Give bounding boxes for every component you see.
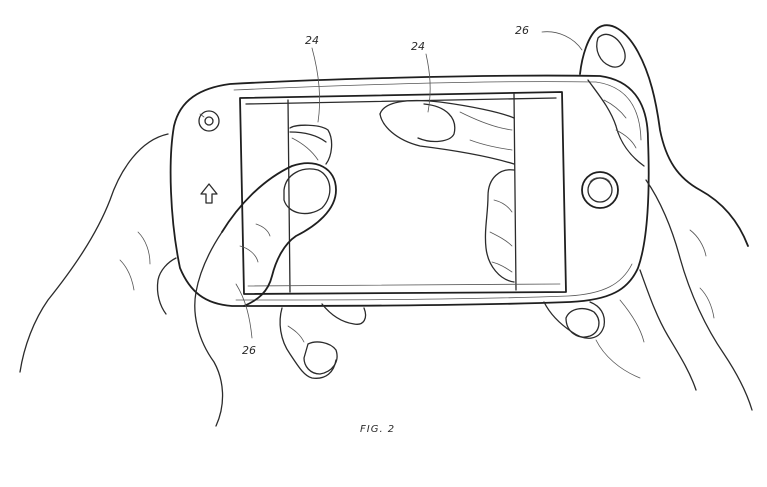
- leader-lines: [235, 31, 583, 339]
- device-outline: [169, 74, 650, 307]
- left-thumb: [221, 162, 337, 307]
- screen-frame: [239, 91, 567, 295]
- figure-caption: FIG. 2: [360, 424, 395, 435]
- on-screen-finger-left: [289, 124, 333, 165]
- label-24-right: 24: [411, 40, 425, 53]
- leader-26-right: [541, 31, 583, 51]
- left-thumbnail: [283, 168, 331, 215]
- camera-icon: [198, 110, 220, 132]
- right-thumb: [579, 24, 749, 247]
- label-26-left: 26: [242, 344, 256, 357]
- leader-24-right: [425, 53, 431, 113]
- leader-26-left: [235, 283, 253, 339]
- right-hand: [543, 24, 753, 411]
- on-screen-finger-right: [379, 99, 515, 165]
- home-button: [581, 171, 619, 209]
- arrow-up-icon: [200, 183, 218, 204]
- touch-screen: [239, 91, 567, 295]
- left-hand: [19, 133, 367, 427]
- on-screen-hand-right-edge: [484, 169, 515, 283]
- leader-24-left: [311, 47, 320, 123]
- handheld-device: [169, 74, 650, 307]
- label-24-left: 24: [305, 34, 319, 47]
- label-26-right: 26: [515, 24, 529, 37]
- right-thumbnail: [596, 33, 626, 68]
